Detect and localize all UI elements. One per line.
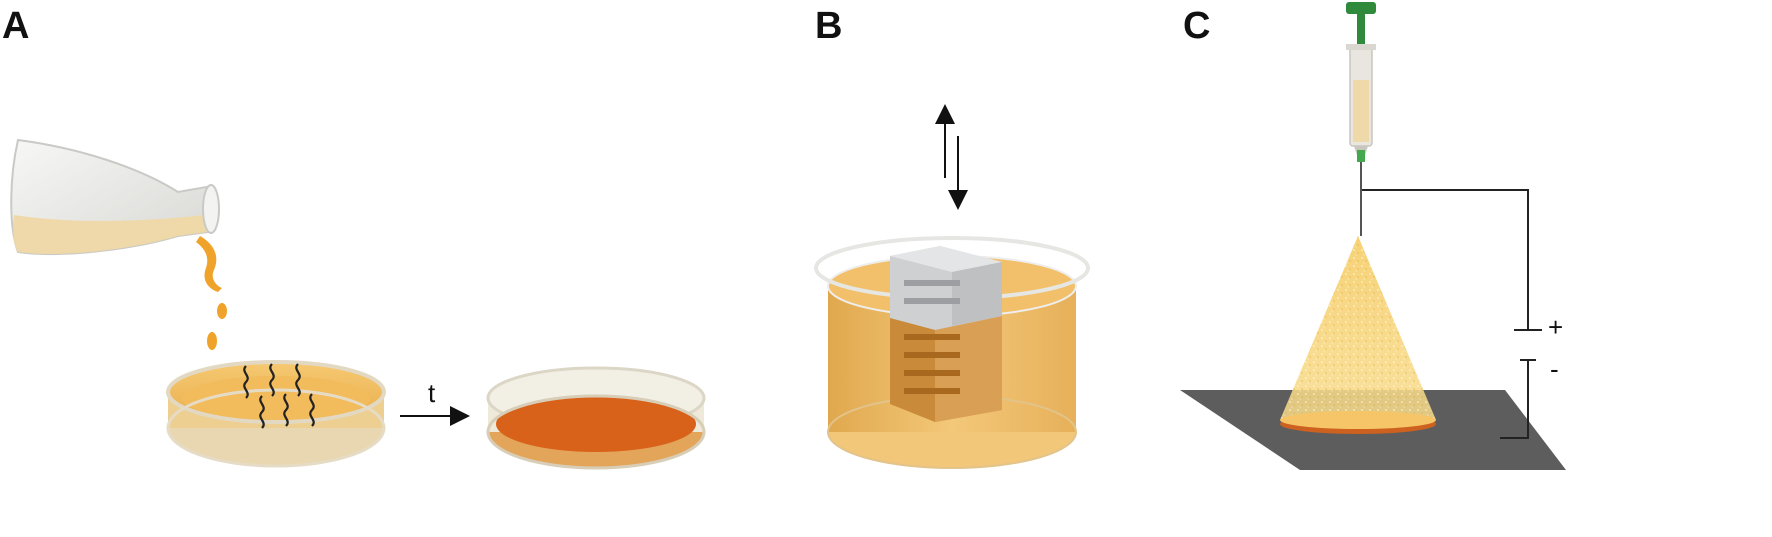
wire-bottom bbox=[1500, 360, 1529, 439]
drop-2 bbox=[207, 332, 217, 350]
time-label: t bbox=[428, 378, 436, 408]
battery-icon bbox=[1514, 329, 1542, 361]
petri-dish-dried-icon bbox=[486, 366, 706, 470]
plunger-cap bbox=[1346, 2, 1376, 14]
panel-c-letter: C bbox=[1183, 5, 1210, 47]
pouring-stream bbox=[196, 236, 222, 292]
panel-b: B bbox=[814, 5, 1090, 469]
positive-terminal-label: + bbox=[1548, 312, 1563, 342]
flask-icon bbox=[10, 138, 220, 256]
syringe-icon bbox=[1346, 2, 1376, 236]
panel-a-letter: A bbox=[2, 5, 29, 47]
drop-1 bbox=[217, 303, 227, 319]
panel-c: C + - bbox=[1180, 2, 1566, 470]
wire-top bbox=[1362, 189, 1529, 330]
panel-b-letter: B bbox=[815, 5, 842, 47]
petri-dish-icon bbox=[166, 360, 386, 468]
spray-cone-icon bbox=[1280, 236, 1436, 434]
negative-terminal-label: - bbox=[1550, 354, 1559, 384]
sample-block bbox=[890, 246, 1002, 422]
steam-icon bbox=[243, 363, 315, 429]
panel-a: A t bbox=[2, 5, 706, 470]
